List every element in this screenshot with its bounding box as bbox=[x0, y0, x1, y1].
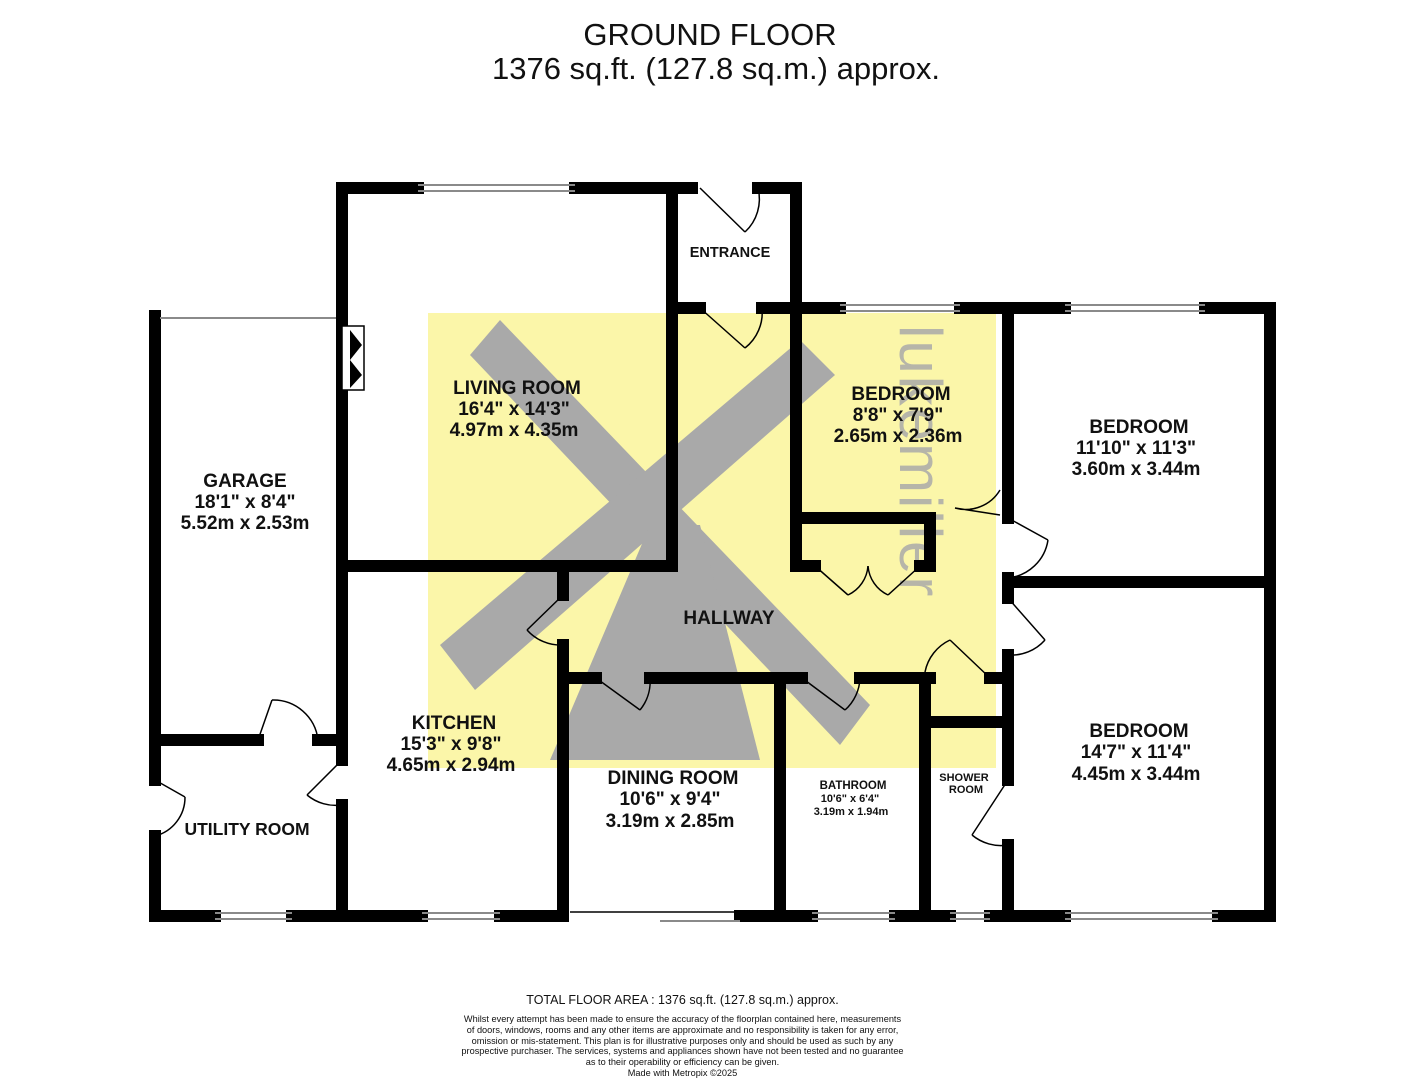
windows bbox=[160, 184, 1218, 922]
room-name-living-room: LIVING ROOM bbox=[453, 378, 581, 399]
disclaimer-line: Whilst every attempt has been made to en… bbox=[463, 1014, 902, 1024]
room-metric-garage: 5.52m x 2.53m bbox=[181, 513, 310, 534]
disclaimer: Whilst every attempt has been made to en… bbox=[360, 1014, 1005, 1068]
room-metric-bedroom-top-right: 3.60m x 3.44m bbox=[1072, 459, 1201, 480]
room-imperial-dining-room: 10'6" x 9'4" bbox=[619, 789, 720, 810]
room-name-bedroom-small: BEDROOM bbox=[851, 384, 950, 405]
room-metric-bedroom-bottom-right: 4.45m x 3.44m bbox=[1072, 764, 1201, 785]
room-imperial-bedroom-small: 8'8" x 7'9" bbox=[853, 405, 943, 426]
room-imperial-garage: 18'1" x 8'4" bbox=[194, 492, 295, 513]
fireplace-icon bbox=[341, 325, 365, 391]
room-metric-living-room: 4.97m x 4.35m bbox=[450, 420, 579, 441]
room-name-utility-room: UTILITY ROOM bbox=[184, 819, 309, 839]
disclaimer-line: as to their operability or efficiency ca… bbox=[585, 1057, 780, 1068]
room-name-garage: GARAGE bbox=[203, 471, 286, 492]
footer: TOTAL FLOOR AREA : 1376 sq.ft. (127.8 sq… bbox=[360, 993, 1005, 1079]
room-metric-bathroom: 3.19m x 1.94m bbox=[814, 806, 889, 818]
room-labels: GARAGE 18'1" x 8'4" 5.52m x 2.53m LIVING… bbox=[181, 245, 1201, 839]
room-imperial-bedroom-bottom-right: 14'7" x 11'4" bbox=[1081, 742, 1192, 763]
room-metric-kitchen: 4.65m x 2.94m bbox=[387, 755, 516, 776]
room-metric-bedroom-small: 2.65m x 2.36m bbox=[834, 426, 963, 447]
total-floor-area: TOTAL FLOOR AREA : 1376 sq.ft. (127.8 sq… bbox=[526, 993, 839, 1007]
room-name-bedroom-top-right: BEDROOM bbox=[1089, 417, 1188, 438]
room-name-shower-room: SHOWER bbox=[939, 772, 989, 784]
room-name-kitchen: KITCHEN bbox=[412, 713, 496, 734]
room-name-dining-room: DINING ROOM bbox=[608, 768, 739, 789]
room-imperial-bathroom: 10'6" x 6'4" bbox=[821, 793, 879, 805]
floor-area: 1376 sq.ft. (127.8 sq.m.) approx. bbox=[491, 51, 941, 86]
made-with-metropix: Made with Metropix ©2025 bbox=[627, 1067, 738, 1078]
room-metric-dining-room: 3.19m x 2.85m bbox=[606, 811, 735, 832]
floor-title: GROUND FLOOR bbox=[583, 17, 837, 52]
room-name-bathroom: BATHROOM bbox=[820, 780, 887, 792]
room-imperial-bedroom-top-right: 11'10" x 11'3" bbox=[1076, 438, 1196, 459]
room-name-shower-room-2: ROOM bbox=[949, 784, 983, 796]
room-name-hallway: HALLWAY bbox=[683, 608, 774, 629]
room-imperial-living-room: 16'4" x 14'3" bbox=[458, 399, 570, 420]
disclaimer-line: prospective purchaser. The services, sys… bbox=[461, 1046, 904, 1057]
doors bbox=[154, 187, 1049, 847]
watermark-text: lukemiller bbox=[887, 325, 954, 598]
disclaimer-line: omission or mis-statement. This plan is … bbox=[471, 1035, 894, 1046]
room-name-entrance: ENTRANCE bbox=[690, 245, 771, 261]
walls bbox=[149, 182, 1276, 922]
disclaimer-line: of doors, windows, rooms and any other i… bbox=[466, 1024, 899, 1035]
room-name-bedroom-bottom-right: BEDROOM bbox=[1089, 721, 1188, 742]
room-imperial-kitchen: 15'3" x 9'8" bbox=[400, 734, 501, 755]
